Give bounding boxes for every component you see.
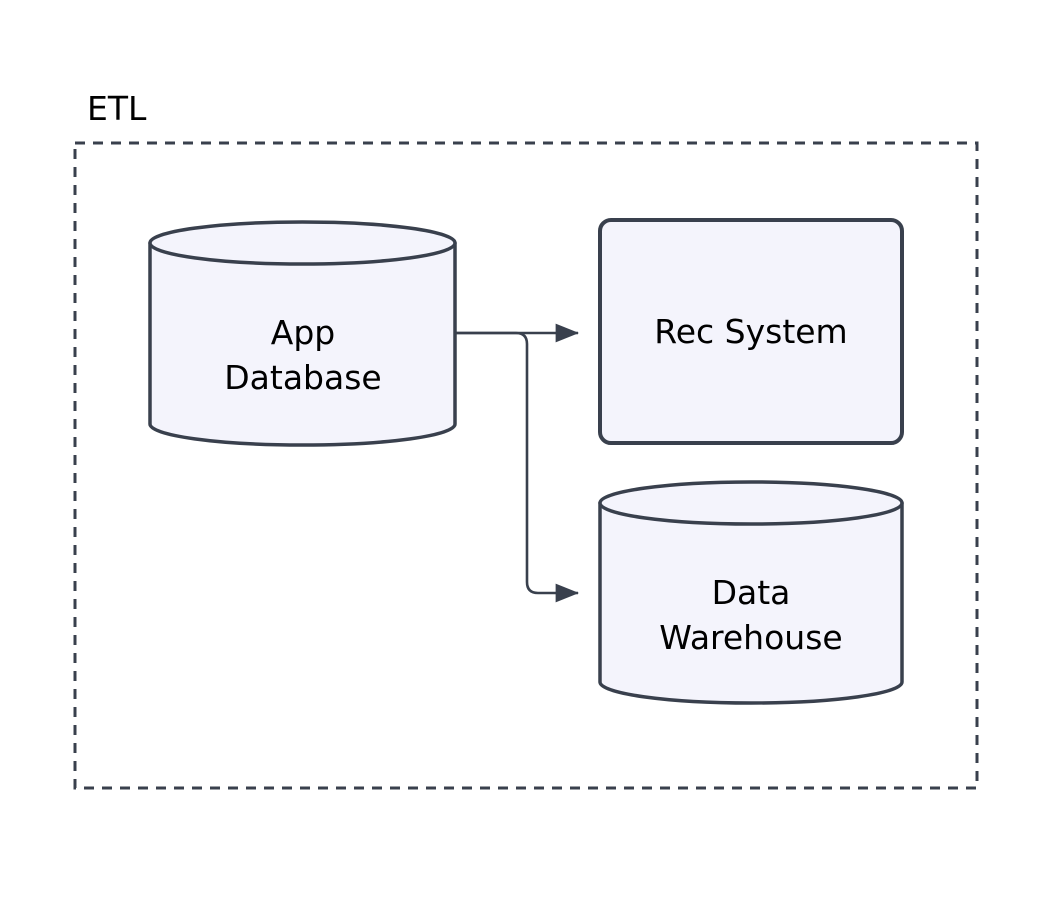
etl-group-boundary — [73, 141, 979, 790]
etl-group-label: ETL — [87, 89, 147, 128]
node-data-warehouse[interactable] — [598, 480, 904, 705]
app-database-top — [148, 220, 457, 266]
app-database-body — [148, 241, 457, 447]
data-warehouse-body — [598, 501, 904, 705]
data-warehouse-top — [598, 480, 904, 526]
node-rec-system[interactable] — [598, 218, 904, 445]
edge-app-database-to-data-warehouse[interactable] — [455, 331, 580, 603]
node-app-database[interactable] — [148, 220, 457, 447]
